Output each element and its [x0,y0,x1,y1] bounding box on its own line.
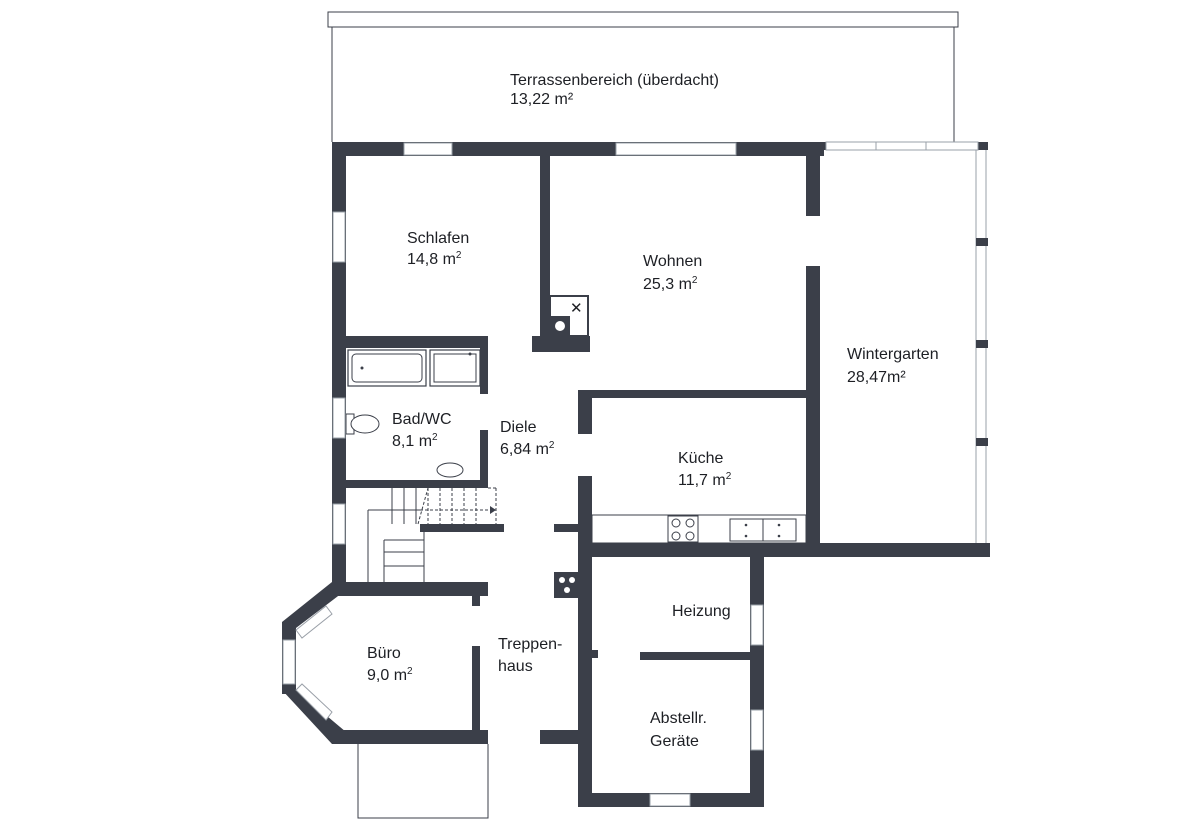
terrace-area: 13,22 m² [510,91,574,108]
terrace [327,11,959,142]
interior-walls [332,150,820,744]
bad-area: 8,1 m2 [392,432,438,450]
svg-text:✕: ✕ [570,300,583,317]
heizung-name: Heizung [672,603,731,620]
diele-name: Diele [500,419,537,436]
treppenhaus-line2: haus [498,658,533,675]
bad-name: Bad/WC [392,411,452,428]
wintergarten-area: 28,47m² [847,369,906,386]
schlafen-name: Schlafen [407,230,469,247]
wintergarten-name: Wintergarten [847,346,939,363]
windows [282,142,820,807]
wohnen-name: Wohnen [643,253,702,270]
treppenhaus-line1: Treppen- [498,636,562,653]
bath-fixtures [345,349,481,478]
room-labels: Terrassenbereich (überdacht) 13,22 m² Sc… [367,72,939,750]
buero-area: 9,0 m2 [367,666,413,684]
kueche-name: Küche [678,450,723,467]
terrace-name: Terrassenbereich (überdacht) [510,72,719,89]
abstell-line2: Geräte [650,733,699,750]
buero-name: Büro [367,645,401,662]
schlafen-area: 14,8 m2 [407,250,462,268]
wohnen-area: 25,3 m2 [643,275,698,293]
chimney: ✕ [549,295,589,598]
kueche-area: 11,7 m2 [678,471,732,489]
outer-walls [282,141,990,807]
stairs [367,487,497,586]
abstell-line1: Abstellr. [650,710,707,727]
diele-area: 6,84 m2 [500,440,555,458]
kitchen-counter [591,514,807,544]
balcony [357,744,489,819]
